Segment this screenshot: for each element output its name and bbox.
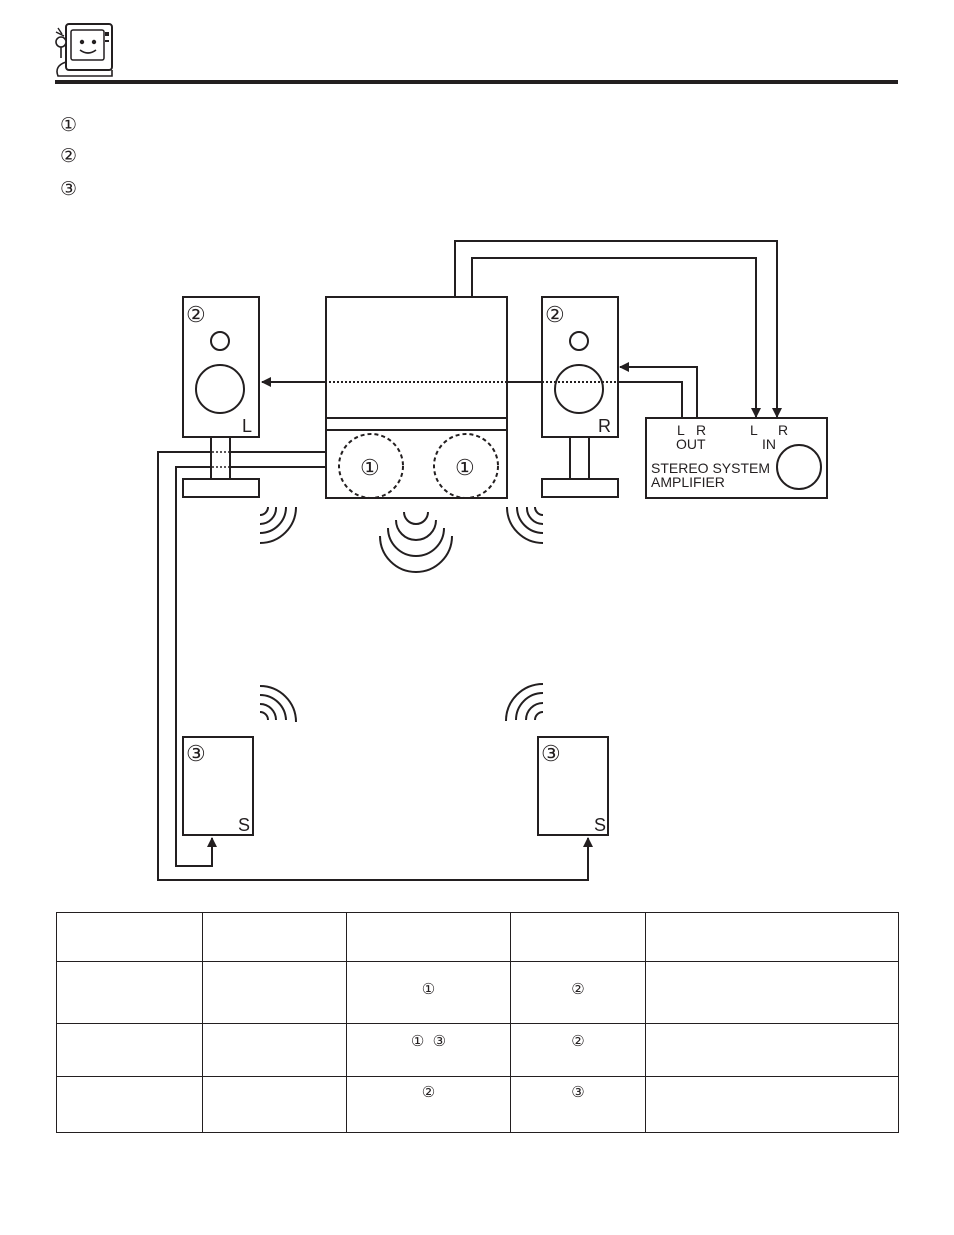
tv-set xyxy=(325,296,508,499)
surround-left-speaker xyxy=(182,736,254,836)
surround-right-channel: S xyxy=(594,815,606,835)
sound-waves-center xyxy=(379,511,453,573)
table-cell: ① xyxy=(421,981,436,998)
cable-tv-to-surround-left xyxy=(175,466,326,867)
legend-item-2: ② xyxy=(60,146,77,168)
amp-out-label: OUT xyxy=(676,436,706,452)
legend-marker: ② xyxy=(60,146,78,167)
table-row: ② ③ xyxy=(56,1076,899,1133)
cable-amp-out-l-to-left xyxy=(618,381,683,418)
table-cell: ② xyxy=(421,1084,436,1101)
sound-waves-front-right xyxy=(506,506,544,544)
legend-marker: ③ xyxy=(60,179,78,200)
table-row xyxy=(56,912,899,962)
amplifier-knob xyxy=(776,444,822,490)
surround-right-marker: ③ xyxy=(541,741,561,766)
front-left-channel: L xyxy=(242,416,252,436)
tv-speaker-left-marker: ① xyxy=(360,455,380,480)
tv-speaker-right xyxy=(433,433,499,499)
amp-in-label: IN xyxy=(762,436,776,452)
tv-mascot-icon xyxy=(55,23,113,77)
stereo-amplifier xyxy=(645,417,828,499)
header-rule xyxy=(55,80,898,84)
table-row: ① ③ ② xyxy=(56,1023,899,1077)
amp-in-l: L xyxy=(750,422,758,438)
cable-amp-out-r-to-right xyxy=(619,362,698,418)
speaker-connection-diagram: ② L ② R ① ① ③ S ③ S L R OUT L R IN STERE… xyxy=(157,240,828,881)
tv-speaker-left xyxy=(338,433,404,499)
cable-tv-to-amp-in-r xyxy=(454,240,782,418)
legend-marker: ① xyxy=(60,115,78,136)
sound-waves-surround-left xyxy=(259,685,297,723)
amp-name-line1: STEREO SYSTEM xyxy=(651,460,770,476)
amp-out-r: R xyxy=(696,422,706,438)
surround-left-channel: S xyxy=(238,815,250,835)
front-left-speaker xyxy=(182,296,260,438)
table-cell: ② xyxy=(571,1033,585,1050)
legend-item-3: ③ xyxy=(60,179,77,201)
front-right-marker: ② xyxy=(545,302,565,327)
sound-waves-surround-right xyxy=(505,683,544,722)
table-cell: ② xyxy=(571,981,585,998)
amp-name-line2: AMPLIFIER xyxy=(651,474,725,490)
speaker-table: ① ② ① ③ ② ② ③ xyxy=(56,912,899,1133)
table-cell: ① ③ xyxy=(410,1033,447,1050)
table-row: ① ② xyxy=(56,961,899,1024)
sound-waves-front-left xyxy=(259,506,297,544)
amp-in-r: R xyxy=(778,422,788,438)
legend-item-1: ① xyxy=(60,115,77,137)
amp-out-l: L xyxy=(677,422,685,438)
table-cell: ③ xyxy=(571,1084,585,1101)
front-right-channel: R xyxy=(598,416,611,436)
front-right-speaker xyxy=(541,296,619,438)
cable-tv-to-amp-in-l xyxy=(471,257,761,418)
surround-right-speaker xyxy=(537,736,609,836)
front-left-marker: ② xyxy=(186,302,206,327)
cable-tv-to-surround-right xyxy=(157,451,593,881)
surround-left-marker: ③ xyxy=(186,741,206,766)
tv-speaker-right-marker: ① xyxy=(455,455,475,480)
